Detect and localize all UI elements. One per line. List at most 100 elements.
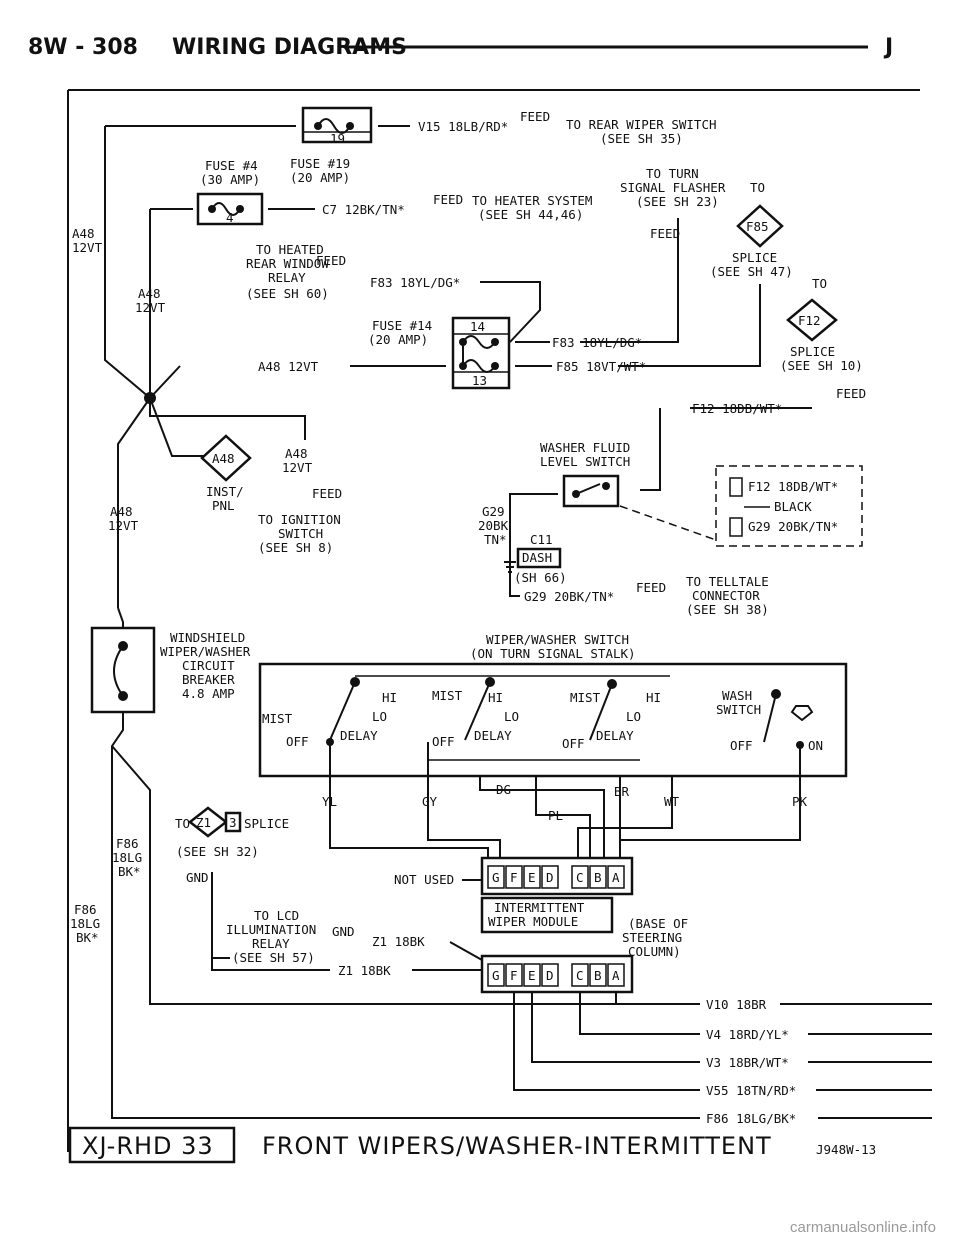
inst-pnl-splice-symbol <box>200 434 252 482</box>
inst-pnl-tag: A48 <box>212 451 235 466</box>
a48-voltage-3: 12VT <box>108 518 139 533</box>
z1-pin: 3 <box>229 815 237 830</box>
pin-bot-g <box>487 963 505 987</box>
fuse-13-element <box>462 359 496 373</box>
pin-bot-d <box>541 963 559 987</box>
fuse-19-number: 19 <box>330 131 345 146</box>
feed-label-4: FEED <box>836 386 866 401</box>
inst-label-1: INST/ <box>206 484 244 499</box>
wire-f85-right <box>618 284 761 367</box>
breaker-label-4: BREAKER <box>182 672 235 687</box>
sw3-blade <box>589 683 613 741</box>
wire-z1-gnd <box>211 872 230 959</box>
washer-switch-contact <box>602 482 610 490</box>
pin-bot-b <box>589 963 607 987</box>
sw2-mist: MIST <box>432 688 463 703</box>
pin-label-c: C <box>576 870 584 885</box>
sw3-mist: MIST <box>570 690 601 705</box>
sw1-off: OFF <box>286 734 309 749</box>
turn-label-3: (SEE SH 23) <box>636 194 719 209</box>
fuse-4-number: 4 <box>226 210 234 225</box>
pin-bot-label-d: D <box>546 968 554 983</box>
sw2-hi: HI <box>488 690 503 705</box>
ign-label-3: (SEE SH 8) <box>258 540 333 555</box>
wire-gy: GY <box>422 794 438 809</box>
pin-label-e: E <box>528 870 536 885</box>
fuse-19-terminal-a <box>314 122 322 130</box>
pin-label-f: F <box>510 870 518 885</box>
feed-label-6: FEED <box>312 486 342 501</box>
f85-splice-ref: (SEE SH 47) <box>710 264 793 279</box>
pin-bot-label-c: C <box>576 968 584 983</box>
pin-label-b: B <box>594 870 602 885</box>
feed-label-1: FEED <box>520 109 550 124</box>
pin-top-f <box>505 865 523 889</box>
washer-level-switch <box>562 474 620 508</box>
sw1-lo: LO <box>372 709 387 724</box>
washer-label-1: WASHER FLUID <box>540 440 630 455</box>
switch-title-2: (ON TURN SIGNAL STALK) <box>470 646 636 661</box>
z1-tag: Z1 <box>196 815 211 830</box>
pin-bot-label-b: B <box>594 968 602 983</box>
wire-a48-down <box>117 397 151 608</box>
breaker-label-3: CIRCUIT <box>182 658 235 673</box>
sw1-delay: DELAY <box>340 728 378 743</box>
footer-title: FRONT WIPERS/WASHER-INTERMITTENT <box>262 1132 772 1160</box>
pin-top-d <box>541 865 559 889</box>
pin-top-g <box>487 865 505 889</box>
z1-wire-label-1: Z1 18BK <box>372 934 425 949</box>
heated-label-3: RELAY <box>268 270 306 285</box>
gnd-label: GND <box>186 870 209 885</box>
turn-label-2: SIGNAL FLASHER <box>620 180 726 195</box>
fuse-13-terminal-b <box>491 362 499 370</box>
sw2-delay: DELAY <box>474 728 512 743</box>
fuse-14-name: FUSE #14 <box>372 318 432 333</box>
pin-bot-label-e: E <box>528 968 536 983</box>
sw3-delay: DELAY <box>596 728 634 743</box>
pin-top-b <box>589 865 607 889</box>
connector-top-pins: G F E D C B A <box>487 865 625 889</box>
a48-voltage-1: 12VT <box>72 240 103 255</box>
sw1-mist: MIST <box>262 711 293 726</box>
f83-label-top: F83 18YL/DG* <box>370 275 460 290</box>
breaker-label-5: 4.8 AMP <box>182 686 235 701</box>
lcd-label-3: RELAY <box>252 936 290 951</box>
footer-code: XJ-RHD 33 <box>82 1132 214 1160</box>
wire-pl-run <box>535 776 591 858</box>
feed-label-2: FEED <box>433 192 463 207</box>
pin-bot-label-g: G <box>492 968 500 983</box>
heated-label-4: (SEE SH 60) <box>246 286 329 301</box>
telltale-label-1: TO TELLTALE <box>686 574 769 589</box>
pin-top-c <box>571 865 589 889</box>
wire-dg-run <box>479 776 605 858</box>
wire-f83-right <box>580 218 679 343</box>
sw3-hi: HI <box>646 690 661 705</box>
wire-a48-trunk-3 <box>149 365 181 399</box>
f85-splice-tag: F85 <box>746 219 769 234</box>
a48-ign-voltage: 12VT <box>282 460 313 475</box>
breaker-element <box>113 645 124 697</box>
fuse-19-name: FUSE #19 <box>290 156 350 171</box>
f86-tag-2: F86 <box>74 902 97 917</box>
feed-label-7: FEED <box>636 580 666 595</box>
c7-label: C7 12BK/TN* <box>322 202 405 217</box>
breaker-label-2: WIPER/WASHER <box>160 644 251 659</box>
v15-label: V15 18LB/RD* <box>418 119 508 134</box>
wire-yl-run <box>329 790 489 858</box>
page-number: 8W - 308 <box>28 35 138 60</box>
level-switch-connector <box>715 465 863 547</box>
base-label-2: STEERING <box>622 930 682 945</box>
pin-bot-c <box>571 963 589 987</box>
z1-splice-symbol <box>187 806 229 838</box>
wiper-washer-switch-box <box>258 662 848 778</box>
lcd-label-2: ILLUMINATION <box>226 922 316 937</box>
wire-v55-run <box>513 992 700 1091</box>
f86-wire-label: F86 18LG/BK* <box>706 1111 796 1126</box>
switch-title-1: WIPER/WASHER SWITCH <box>486 632 629 647</box>
wash-on: ON <box>808 738 823 753</box>
fuse-19-amp: (20 AMP) <box>290 170 350 185</box>
module-label-1: INTERMITTENT <box>494 900 585 915</box>
pin-label-g: G <box>492 870 500 885</box>
connector-bottom-pins: G F E D C B A <box>487 963 625 987</box>
